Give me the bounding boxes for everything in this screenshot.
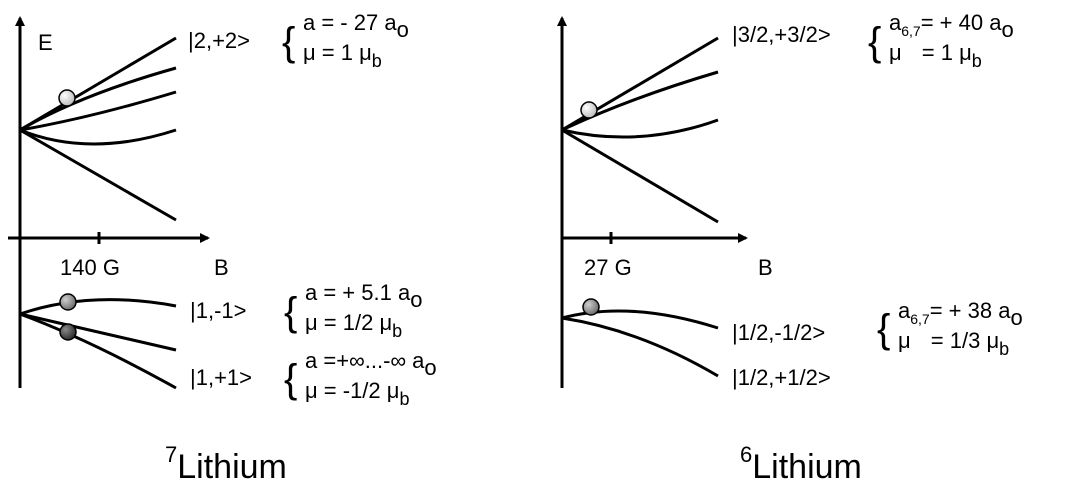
left-brace: { (877, 307, 890, 351)
li7-level-2-minus2 (19, 128, 177, 222)
li7-level-2-minus1 (19, 128, 177, 146)
left-brace: { (282, 20, 295, 64)
li7-magnetic-moment-1-minus1: μ = 1/2 μb (305, 310, 402, 341)
li6-title: 6Lithium (740, 442, 862, 486)
li7-level-1-plus1 (19, 312, 177, 390)
li7-level-2-plus1 (19, 66, 177, 132)
li7-state-ball-1-plus1 (59, 323, 77, 341)
li7-panel: E 140 G B |2,+2> { a = - 27 ao μ = 1 μb … (8, 10, 437, 486)
li6-scattering-length-1-2-minus1-2: a6,7= + 38 ao (898, 298, 1023, 330)
li7-title: 7Lithium (165, 442, 287, 486)
li7-scattering-length-1-plus1: a =+∞...-∞ ao (305, 348, 437, 380)
left-brace: { (284, 357, 297, 401)
li7-tick-label: 140 G (60, 255, 120, 280)
li7-magnetic-moment-1-plus1: μ = -1/2 μb (305, 378, 409, 409)
li7-magnetic-moment-2-plus2: μ = 1 μb (303, 40, 382, 71)
li7-ket-1-plus1: |1,+1> (190, 365, 252, 390)
li7-ket-2-plus2: |2,+2> (188, 28, 250, 53)
li6-panel: 27 G B |3/2,+3/2> { a6,7= + 40 ao μ = 1 … (557, 10, 1023, 486)
li6-level-3-2-minus1-2 (561, 118, 719, 139)
left-brace: { (284, 290, 297, 334)
left-brace: { (868, 20, 881, 64)
li6-magnetic-moment-3-2-plus3-2: μ = 1 μb (889, 40, 982, 71)
li6-level-1-2-plus1-2 (561, 316, 719, 378)
li6-level-1-2-minus1-2 (561, 309, 719, 330)
li7-state-ball-1-minus1 (59, 293, 77, 311)
li6-ket-1-2-minus1-2: |1/2,-1/2> (732, 320, 825, 345)
li7-scattering-length-2-plus2: a = - 27 ao (303, 10, 409, 42)
li6-state-ball-3-2-plus3-2 (580, 101, 598, 119)
li6-magnetic-moment-1-2-minus1-2: μ = 1/3 μb (898, 328, 1009, 359)
li7-ket-1-minus1: |1,-1> (190, 298, 246, 323)
li6-ket-3-2-plus3-2: |3/2,+3/2> (732, 22, 831, 47)
li7-energy-label: E (38, 30, 53, 55)
li6-ket-1-2-plus1-2: |1/2,+1/2> (732, 365, 831, 390)
li6-scattering-length-3-2-plus3-2: a6,7= + 40 ao (889, 10, 1014, 42)
li6-level-3-2-plus1-2 (561, 70, 719, 132)
li6-tick-label: 27 G (584, 255, 632, 280)
li7-field-label: B (214, 255, 229, 280)
li7-level-1-0 (19, 312, 177, 352)
li7-level-1-minus1 (19, 298, 177, 316)
li7-level-2-0 (19, 90, 177, 132)
li7-scattering-length-1-minus1: a = + 5.1 ao (305, 280, 422, 312)
li6-state-ball-1-2-minus1-2 (582, 298, 600, 316)
li6-level-3-2-minus3-2 (561, 128, 719, 224)
li7-state-ball-2-plus2 (58, 89, 76, 107)
li6-field-label: B (758, 255, 773, 280)
